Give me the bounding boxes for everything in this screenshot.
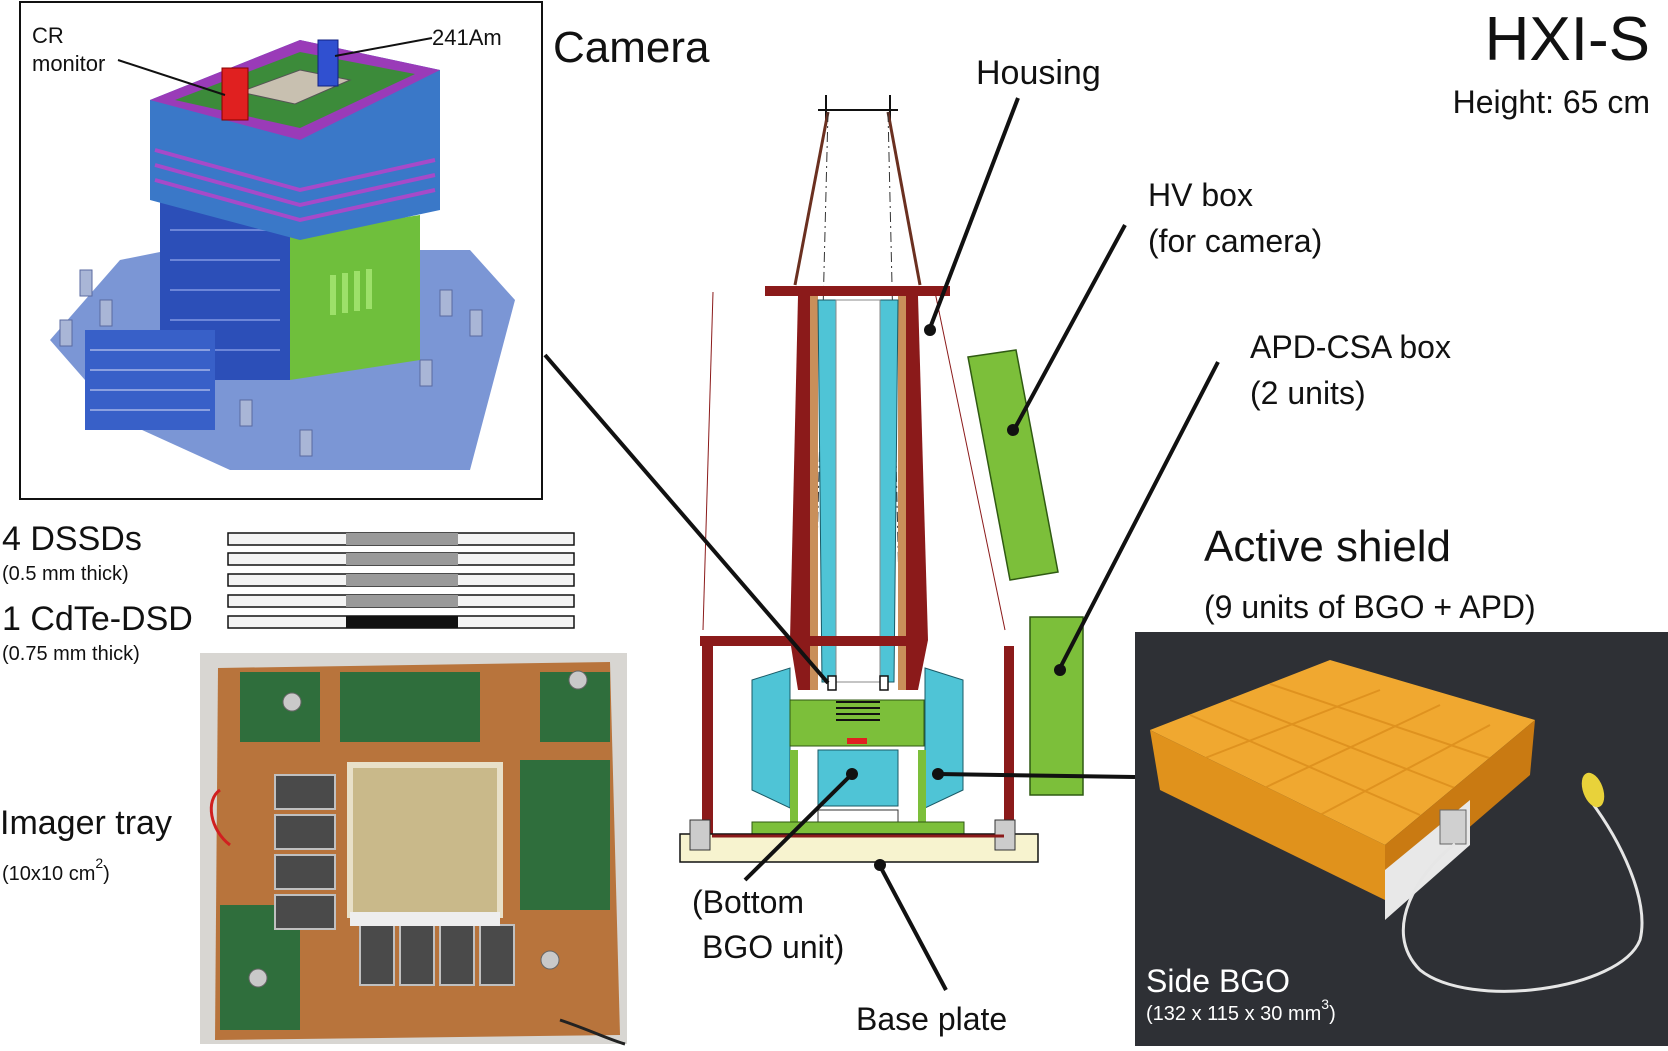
apd-csa-box-shape [1029,616,1084,796]
bgo-column-right [879,299,899,683]
camera-cad-image: CR monitor 241Am [19,1,543,500]
camera-leader [543,353,830,685]
imager-tray-label: Imager tray [0,804,172,842]
imager-detector-square [347,762,503,918]
cr-monitor-leader [117,59,226,96]
collimator-right [886,111,922,286]
bgo-column-left [817,299,837,683]
cdte-label: 1 CdTe-DSD [2,600,193,638]
imager-right-board [520,760,610,910]
detector-stack-mini [836,701,880,721]
bottom-bgo-leader [743,774,852,882]
camera-board-chips [330,269,372,315]
imager-black-cable [559,1018,626,1046]
outer-cone-left [702,291,714,631]
hxi-cross-section [679,95,1039,863]
hv-box-label-line1: HV box [1148,177,1253,213]
base-plate [679,833,1039,863]
fov-line-left [814,111,829,631]
title: HXI-S [1485,5,1650,74]
bottom-bgo-label-line2: BGO unit) [702,929,844,965]
hv-box-leader [1013,224,1127,429]
bgo-block-front [1150,730,1385,900]
apd-csa-label-line2: (2 units) [1250,375,1366,411]
dssd-label: 4 DSSDs [2,520,142,558]
active-shield-sublabel: (9 units of BGO + APD) [1204,589,1536,625]
side-bgo-size: (132 x 115 x 30 mm3) [1146,996,1336,1025]
camera-lower-module [85,330,215,430]
camera-chip-left [827,675,837,691]
bottom-green-plate [751,821,965,835]
detector-layers [227,532,575,629]
imager-tray-photo [200,653,627,1046]
cdte-mini [847,738,867,744]
housing-wall-left [790,296,810,690]
side-bgo-lower-left [751,667,791,809]
imager-standoff-1 [282,692,302,712]
imager-top-board [340,672,480,742]
am241-source-block [317,39,339,87]
cdte-thickness: (0.75 mm thick) [2,643,140,665]
bottom-bgo-label-line1: (Bottom [692,884,804,920]
active-shield-label: Active shield [1204,522,1451,571]
imager-corner-board-tl [240,672,320,742]
collimator-left [793,111,830,286]
housing-leader [928,97,1020,329]
imager-asic-bottom [359,924,515,986]
cr-monitor-label-line2: monitor [32,51,105,76]
inner-channel [835,299,881,683]
imager-standoff-2 [568,670,588,690]
camera-chip-right [879,675,889,691]
cable-plug [1581,772,1605,808]
am241-label: 241Am [432,25,502,50]
detector-stack-illustration: 4 DSSDs (0.5 mm thick) 1 CdTe-DSD (0.75 … [2,520,575,665]
lower-flange [700,636,925,646]
imager-standoff-3 [540,950,560,970]
base-plate-leader [878,865,948,991]
upper-flange [765,286,950,296]
imager-red-cable [209,788,231,847]
imager-standoff-4 [248,968,268,988]
camera-label: Camera [553,23,710,72]
base-plate-label: Base plate [856,1001,1007,1037]
bgo-cable [1401,799,1644,993]
apd-csa-leader [1058,361,1220,669]
apd-connector [1439,809,1467,845]
housing-wall-right [906,296,928,690]
imager-tray-size: (10x10 cm2) [2,855,110,885]
am241-leader [334,37,433,57]
housing-label: Housing [976,54,1101,92]
side-bgo-leader [937,772,1136,779]
camera-posts [59,269,483,457]
side-bgo-label: Side BGO [1146,963,1290,999]
side-bgo-lower-right [924,667,964,809]
hv-box-label-line2: (for camera) [1148,223,1322,259]
camera-lower-lines [90,349,210,411]
imager-asic-left [274,774,336,930]
lower-wall-left [702,646,712,836]
imager-connector [350,912,500,926]
fov-line-right [887,111,901,631]
dssd-thickness: (0.5 mm thick) [2,563,129,585]
height-label: Height: 65 cm [1453,84,1650,120]
hv-box-shape [967,349,1059,581]
camera-stack-layers [154,148,436,223]
apd-csa-label-line1: APD-CSA box [1250,329,1451,365]
side-bgo-photo: Side BGO (132 x 115 x 30 mm3) [1135,632,1668,1046]
outer-cone-right [934,291,1006,631]
cr-monitor-label-line1: CR [32,23,64,48]
cr-monitor-block [221,67,249,121]
